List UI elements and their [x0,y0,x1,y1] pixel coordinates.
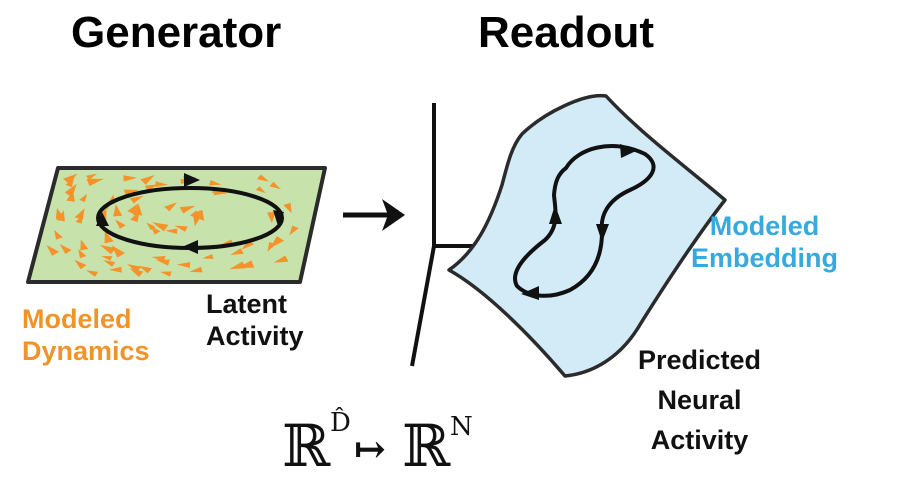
flow-marker [255,186,266,194]
modeled-embedding-line-2: Embedding [691,243,838,273]
flow-marker [129,268,144,277]
flow-marker [164,202,178,212]
flow-marker [85,173,97,180]
flow-marker [130,211,140,223]
equation-lhs-symbol: ℝ [282,412,331,480]
modeled-dynamics-label: Modeled Dynamics [22,303,150,367]
flow-marker [159,271,172,277]
predicted-neural-activity-label: Predicted Neural Activity [621,340,778,460]
flow-marker [146,222,156,230]
flow-marker [152,222,169,232]
equation-lhs-superscript: D̂ [330,408,351,438]
orbit-arrowhead-right [273,210,284,226]
trajectory-arrowhead-bottom [521,286,539,300]
flow-marker [140,175,155,185]
flow-marker [289,225,299,236]
latent-activity-label: Latent Activity [206,288,304,352]
flow-marker [79,193,88,203]
flow-marker [80,239,89,251]
orbit-arrowhead-bottom [182,240,198,254]
equation-arrow: ↦ [354,426,386,471]
flow-marker [129,195,144,204]
flow-marker [174,225,188,232]
flow-marker [133,203,143,216]
orbit-arrowhead-left [96,212,109,226]
flow-marker [63,173,78,184]
flow-marker [126,263,142,273]
flow-marker [176,262,191,268]
embedding-surface [447,93,727,378]
flow-marker [54,229,63,240]
modeled-dynamics-line-2: Dynamics [22,336,150,366]
flow-field [46,173,299,277]
flow-marker [202,254,214,259]
latent-activity-line-1: Latent [206,289,287,319]
z-axis [410,245,436,367]
latent-activity-line-2: Activity [206,321,304,351]
flow-marker [138,265,152,274]
flow-marker [256,174,270,182]
flow-marker [267,212,276,224]
flow-marker [103,260,116,267]
orbit-arrowhead-top [184,173,200,187]
flow-marker [123,175,138,182]
flow-marker [192,213,203,227]
flow-marker [194,210,204,220]
readout-title: Readout [478,8,654,57]
flow-marker [46,245,60,256]
flow-marker [269,181,281,190]
flow-marker [108,266,122,273]
flow-marker [101,256,113,261]
flow-marker [104,230,114,244]
flow-marker [165,228,178,234]
flow-marker [74,259,87,270]
flow-marker [59,244,72,254]
flow-marker [127,203,138,215]
flow-marker [55,208,64,220]
flow-marker [74,208,85,220]
flow-marker [189,266,203,273]
flow-marker [179,205,196,214]
modeled-embedding-line-1: Modeled [709,211,820,241]
flow-marker [156,259,170,266]
equation-rhs-superscript: N [450,412,473,442]
equation-rhs-symbol: ℝ [402,412,451,480]
predicted-neural-activity-line-1: Predicted [637,345,762,375]
flow-marker [230,248,244,255]
flow-marker [99,244,116,255]
trajectory-arrowhead-top [620,144,638,158]
predicted-neural-activity-line-2: Neural [657,385,742,415]
flow-marker [267,242,276,252]
flow-marker [115,219,126,229]
flow-marker [65,177,74,188]
flow-marker [86,178,104,187]
flow-marker [209,180,222,186]
trajectory-arrowhead-right [596,224,609,242]
predicted-neural-activity-line-3: Activity [650,425,749,455]
flow-marker [155,181,169,188]
flow-marker [64,183,77,196]
modeled-dynamics-line-1: Modeled [22,304,132,334]
modeled-embedding-label: Modeled Embedding [691,210,838,274]
right-arrow-icon [343,199,405,231]
flow-marker [86,270,99,277]
flow-marker [78,249,87,259]
generator-title: Generator [71,8,282,57]
flow-marker [273,255,289,263]
trajectory-arrowhead-left [549,205,562,224]
flow-marker [113,204,123,217]
flow-marker [229,261,246,270]
flow-marker [283,202,292,214]
